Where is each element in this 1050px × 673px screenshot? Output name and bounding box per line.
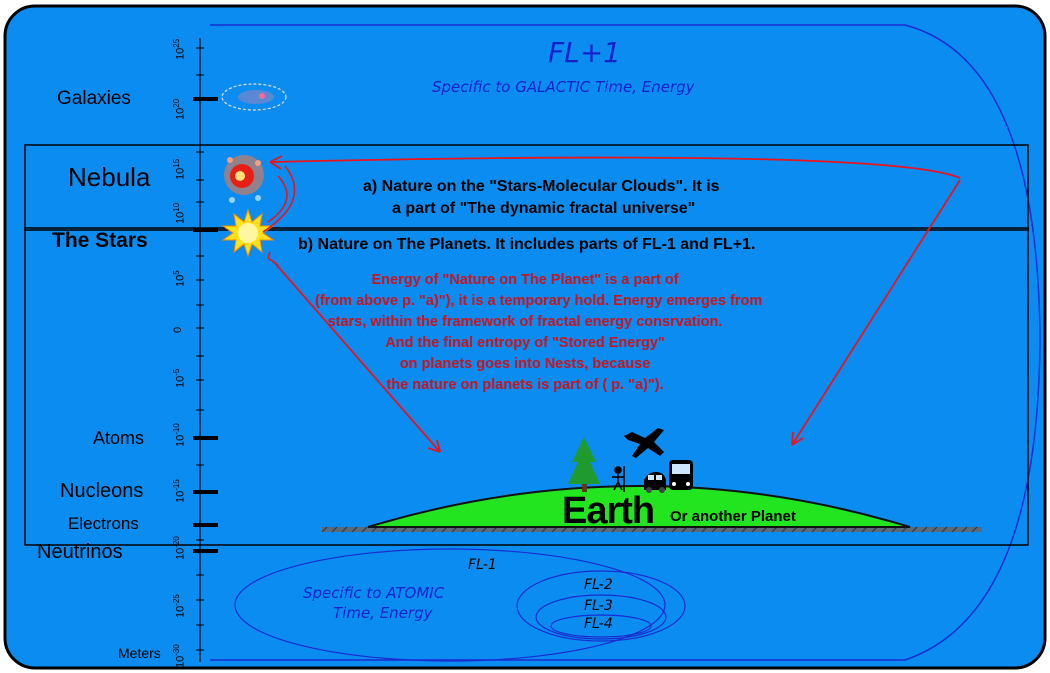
paragraph-line-4: And the final entropy of "Stored Energy" xyxy=(385,335,665,351)
nebula-box xyxy=(24,144,1029,231)
scale-label-neutrinos: Neutrinos xyxy=(37,541,123,563)
earth-label: Earth xyxy=(562,490,655,532)
scale-label-galaxies: Galaxies xyxy=(57,88,131,109)
fl-minus3-ellipse xyxy=(535,594,667,640)
scale-label-electrons: Electrons xyxy=(68,514,139,533)
tick-label-1e-5: 10-5 xyxy=(172,368,187,388)
fl-minus4-ellipse xyxy=(550,614,652,638)
tick-label-1e5: 105 xyxy=(172,270,187,287)
scale-label-nucleons: Nucleons xyxy=(60,480,144,502)
fl-plus1-boundary xyxy=(210,24,1041,661)
energy-flow-arrows xyxy=(269,155,961,453)
bus-icon xyxy=(669,460,693,490)
paragraph-line-5: on planets goes into Nests, because xyxy=(399,356,651,372)
paragraph-line-3: stars, within the framework of fractal e… xyxy=(327,314,723,330)
fl-minus1-ellipse xyxy=(234,548,666,662)
galaxy-icon xyxy=(221,83,287,111)
ground-line xyxy=(321,526,982,533)
tick-label-1e15: 1015 xyxy=(172,158,187,180)
planets-heading: b) Nature on The Planets. It includes pa… xyxy=(298,236,756,253)
paragraph-line-2: (from above p. "a)"), it is a temporary … xyxy=(315,293,763,309)
axis-major-ticks xyxy=(193,97,218,553)
tick-label-0: 0 xyxy=(172,326,184,333)
tick-label-1e-15: 10-15 xyxy=(172,479,187,503)
fl-minus1-desc-line1: Specific to ATOMIC xyxy=(303,584,445,602)
axis-minor-ticks xyxy=(196,47,204,651)
scale-label-meters: Meters xyxy=(118,645,161,661)
tree-icon xyxy=(568,437,600,492)
tick-label-1e-10: 10-10 xyxy=(172,423,187,447)
scale-label-nebula: Nebula xyxy=(68,162,151,192)
fl-minus2-ellipse xyxy=(516,570,686,642)
planets-box xyxy=(24,227,1029,546)
car-icon xyxy=(644,472,666,493)
nebula-icon xyxy=(224,155,264,203)
tick-label-1e20: 1020 xyxy=(172,98,187,120)
paragraph-line-6: the nature on planets is part of ( p. "a… xyxy=(386,377,664,393)
tick-label-1e25: 1025 xyxy=(172,38,187,60)
tick-label-1e-20: 10-20 xyxy=(172,536,187,560)
sun-icon xyxy=(221,208,275,258)
tick-label-1e-30: 10-30 xyxy=(172,644,187,668)
airplane-icon xyxy=(624,428,664,458)
fl-minus3-label: FL-3 xyxy=(584,598,613,614)
nebula-text-line2: a part of "The dynamic fractal universe" xyxy=(392,200,696,217)
nebula-text-line1: a) Nature on the "Stars-Molecular Clouds… xyxy=(363,178,720,195)
fl-minus1-desc-line2: Time, Energy xyxy=(333,604,433,622)
fl-minus2-label: FL-2 xyxy=(584,577,613,593)
fl-plus1-title: FL+1 xyxy=(548,36,621,69)
fl-plus1-subtitle: Specific to GALACTIC Time, Energy xyxy=(432,78,695,96)
fl-minus4-label: FL-4 xyxy=(584,616,613,632)
fl-minus1-label: FL-1 xyxy=(468,557,497,573)
earth-sublabel: Or another Planet xyxy=(670,508,796,525)
scale-label-stars: The Stars xyxy=(52,229,148,252)
tick-label-1e-25: 10-25 xyxy=(172,594,187,618)
person-icon xyxy=(612,466,625,492)
scale-label-atoms: Atoms xyxy=(93,428,145,448)
paragraph-line-1: Energy of "Nature on The Planet" is a pa… xyxy=(371,272,679,288)
tick-label-1e10: 1010 xyxy=(172,202,187,224)
planets-paragraph: Energy of "Nature on The Planet" is a pa… xyxy=(315,270,763,396)
